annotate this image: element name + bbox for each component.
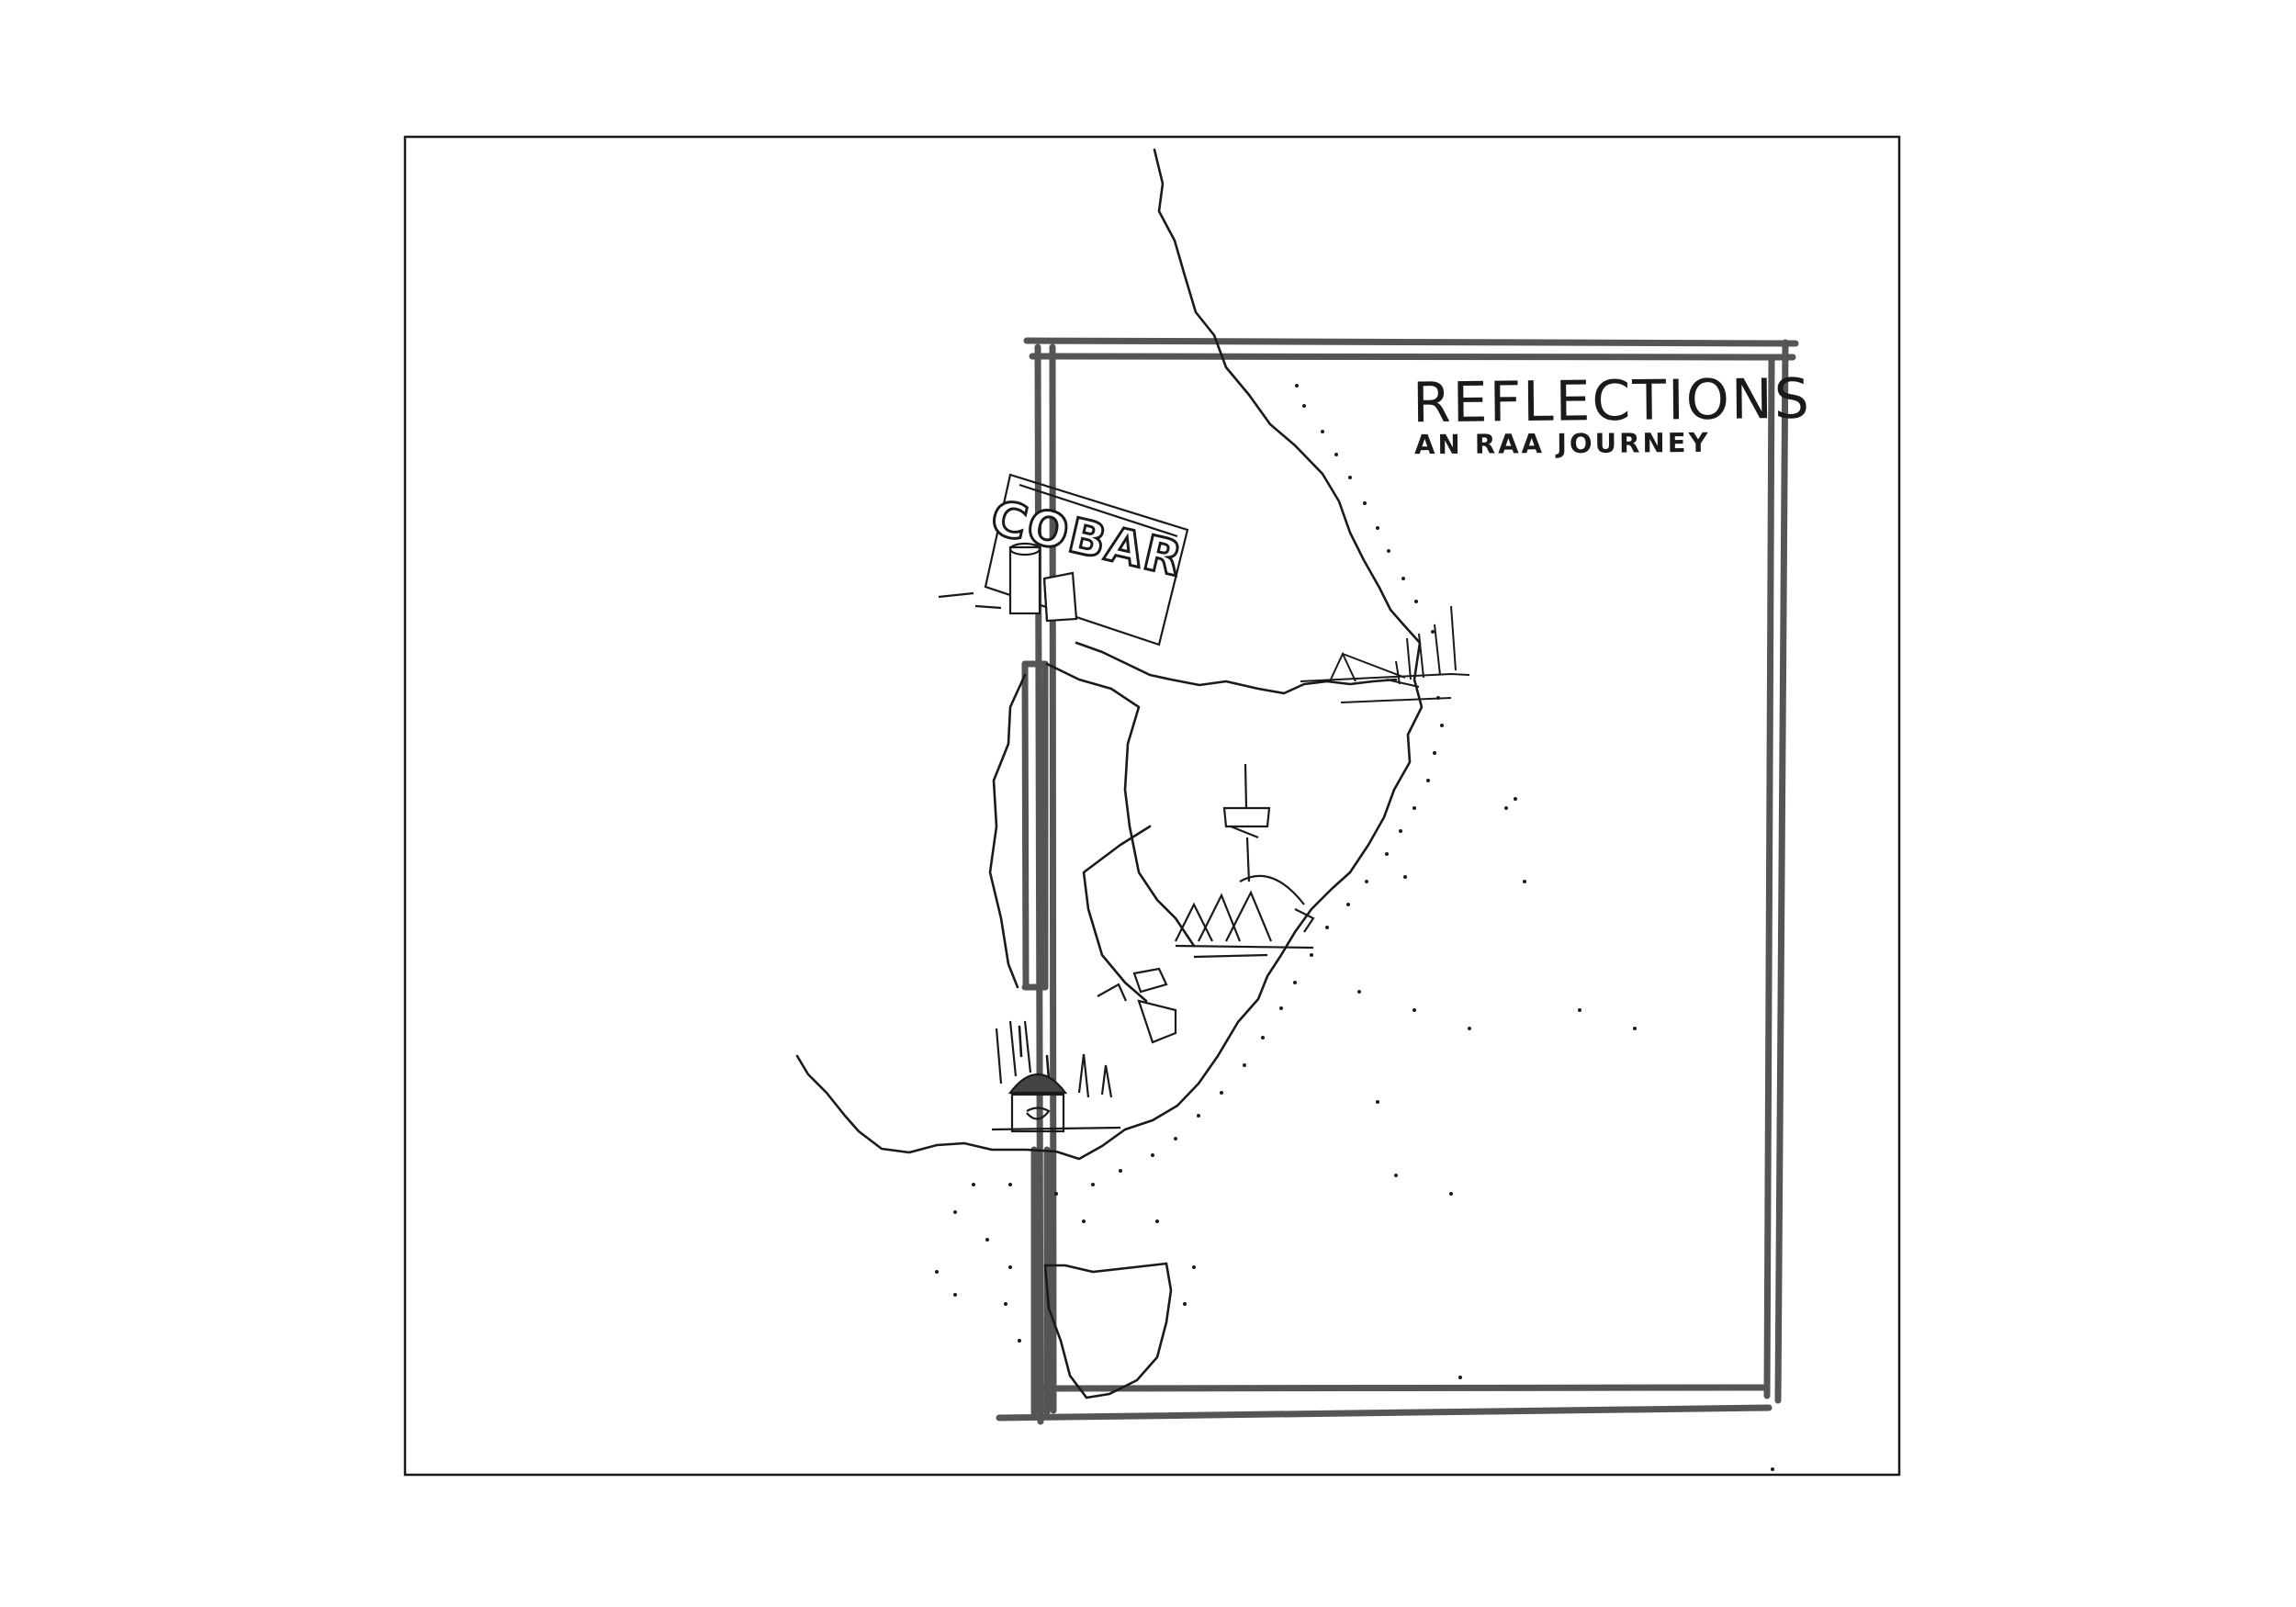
harbour-bridge bbox=[1300, 605, 1470, 703]
opera-house bbox=[1175, 874, 1315, 959]
page-border bbox=[403, 135, 1901, 1477]
cobar-sign bbox=[938, 473, 1189, 646]
page-title: REFLECTIONS bbox=[1412, 366, 1812, 436]
sky-tower bbox=[1222, 763, 1271, 882]
tasmania bbox=[1043, 1262, 1173, 1399]
double-frame bbox=[996, 337, 1799, 1425]
coastal-sketch bbox=[1097, 967, 1177, 1044]
observatory bbox=[991, 1020, 1121, 1133]
page-subtitle: AN RAA JOURNEY bbox=[1413, 426, 1711, 461]
stipple bbox=[935, 384, 1774, 1471]
coastline bbox=[795, 148, 1424, 1161]
